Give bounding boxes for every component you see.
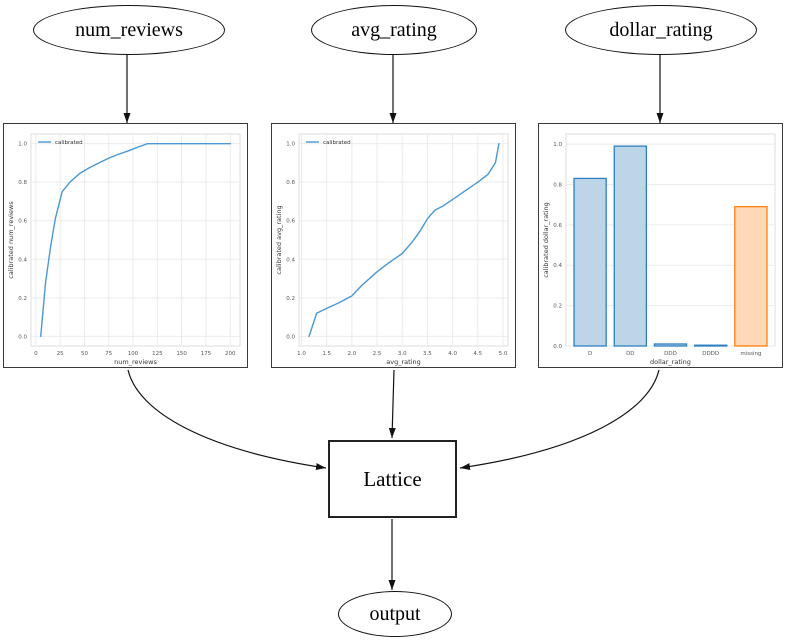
svg-text:calibrated dollar_rating: calibrated dollar_rating — [542, 202, 550, 278]
node-lattice: Lattice — [328, 440, 457, 518]
svg-text:25: 25 — [57, 351, 64, 357]
svg-text:calibrated avg_rating: calibrated avg_rating — [275, 205, 283, 274]
svg-text:0.0: 0.0 — [18, 334, 27, 340]
svg-text:125: 125 — [152, 351, 163, 357]
svg-text:0.8: 0.8 — [553, 182, 562, 188]
edge-num-reviews-calibrator-to-lattice — [127, 369, 327, 470]
svg-text:0.0: 0.0 — [286, 334, 295, 340]
svg-text:3.0: 3.0 — [398, 351, 407, 357]
svg-text:DDDD: DDDD — [702, 351, 719, 357]
svg-text:100: 100 — [128, 351, 139, 357]
node-output-label: output — [369, 602, 421, 625]
node-lattice-label: Lattice — [363, 466, 422, 491]
svg-text:0.2: 0.2 — [286, 296, 295, 302]
svg-text:calibrated: calibrated — [323, 140, 351, 146]
node-num-reviews-label: num_reviews — [75, 18, 183, 41]
svg-text:75: 75 — [105, 351, 112, 357]
svg-text:3.5: 3.5 — [423, 351, 432, 357]
svg-text:2.5: 2.5 — [373, 351, 382, 357]
svg-text:missing: missing — [740, 351, 761, 357]
node-avg-rating-label: avg_rating — [351, 18, 437, 41]
calibrator-chart-num-reviews: 0.0 0.2 0.4 0.6 0.8 1.0 0 25 50 75 100 125 150 175 200… — [4, 124, 247, 367]
svg-text:0.8: 0.8 — [18, 180, 27, 186]
node-avg-rating: avg_rating — [311, 5, 477, 55]
svg-text:0.6: 0.6 — [18, 219, 27, 225]
svg-text:dollar_rating: dollar_rating — [650, 358, 691, 366]
svg-text:calibrated num_reviews: calibrated num_reviews — [7, 201, 15, 279]
node-num-reviews: num_reviews — [33, 5, 225, 55]
svg-text:200: 200 — [225, 351, 236, 357]
svg-text:1.0: 1.0 — [18, 142, 27, 148]
svg-text:calibrated: calibrated — [55, 140, 83, 146]
calibrator-plot-avg-rating: 0.0 0.2 0.4 0.6 0.8 1.0 1.0 1.5 2.0 2.5 3.0 3.5 4.0 4… — [271, 123, 516, 368]
svg-text:0.4: 0.4 — [18, 257, 27, 263]
svg-text:DDD: DDD — [664, 351, 677, 357]
svg-text:50: 50 — [81, 351, 88, 357]
svg-text:4.5: 4.5 — [473, 351, 482, 357]
svg-text:0: 0 — [34, 351, 38, 357]
svg-text:D: D — [588, 351, 592, 357]
node-dollar-rating-label: dollar_rating — [609, 18, 713, 41]
svg-text:2.0: 2.0 — [348, 351, 357, 357]
svg-text:175: 175 — [201, 351, 212, 357]
svg-text:0.0: 0.0 — [553, 344, 562, 350]
edge-avg-rating-calibrator-to-lattice — [388, 369, 396, 439]
svg-text:1.0: 1.0 — [553, 142, 562, 148]
node-dollar-rating: dollar_rating — [565, 5, 757, 55]
svg-text:4.0: 4.0 — [448, 351, 457, 357]
calibrator-chart-avg-rating: 0.0 0.2 0.4 0.6 0.8 1.0 1.0 1.5 2.0 2.5 3.0 3.5 4.0 4… — [272, 124, 515, 367]
svg-text:5.0: 5.0 — [499, 351, 508, 357]
svg-text:0.4: 0.4 — [553, 263, 562, 269]
svg-text:num_reviews: num_reviews — [114, 358, 157, 366]
calibrator-plot-num-reviews: 0.0 0.2 0.4 0.6 0.8 1.0 0 25 50 75 100 125 150 175 200… — [3, 123, 248, 368]
svg-text:DD: DD — [626, 351, 634, 357]
svg-text:avg_rating: avg_rating — [386, 358, 420, 366]
edge-dollar-rating-calibrator-to-lattice — [459, 369, 660, 471]
svg-text:150: 150 — [176, 351, 187, 357]
svg-text:0.4: 0.4 — [286, 257, 295, 263]
svg-text:1.0: 1.0 — [286, 142, 295, 148]
node-output: output — [338, 591, 452, 637]
svg-text:0.6: 0.6 — [286, 219, 295, 225]
svg-text:0.2: 0.2 — [553, 304, 562, 310]
svg-text:0.6: 0.6 — [553, 223, 562, 229]
svg-text:0.2: 0.2 — [18, 296, 27, 302]
svg-text:0.8: 0.8 — [286, 180, 295, 186]
svg-text:1.5: 1.5 — [322, 351, 331, 357]
svg-text:1.0: 1.0 — [297, 351, 306, 357]
